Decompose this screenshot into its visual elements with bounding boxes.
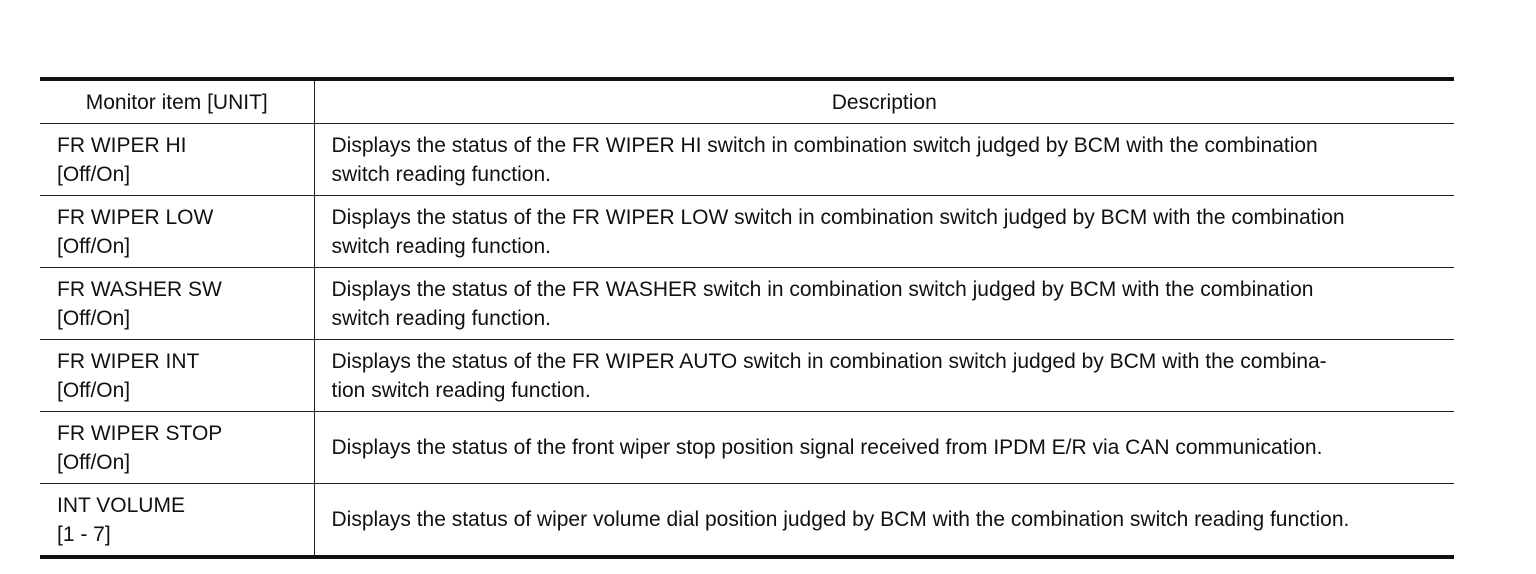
monitor-item-cell: FR WIPER INT [Off/On] — [40, 339, 315, 412]
description-cell: Displays the status of the FR WIPER LOW … — [314, 195, 1454, 268]
description-cell: Displays the status of the front wiper s… — [314, 411, 1454, 484]
description-line: Displays the status of wiper volume dial… — [331, 508, 1350, 531]
monitor-item-table: Monitor item [UNIT] Description FR WIPER… — [40, 77, 1454, 559]
item-unit: [Off/On] — [57, 450, 131, 474]
item-name: FR WIPER INT — [57, 349, 200, 373]
description-cell: Displays the status of wiper volume dial… — [314, 484, 1454, 558]
description-cell: Displays the status of the FR WIPER AUTO… — [314, 339, 1454, 412]
header-monitor-item: Monitor item [UNIT] — [40, 79, 315, 124]
description-line: switch reading function. — [331, 306, 551, 330]
item-unit: [Off/On] — [57, 162, 131, 186]
item-unit: [Off/On] — [57, 306, 131, 330]
description-line: Displays the status of the FR WIPER HI s… — [331, 133, 1318, 157]
description-cell: Displays the status of the FR WASHER swi… — [314, 267, 1454, 340]
table-row: FR WIPER STOP [Off/On] Displays the stat… — [40, 411, 1454, 484]
table-row: FR WASHER SW [Off/On] Displays the statu… — [40, 267, 1454, 340]
monitor-item-cell: FR WIPER LOW [Off/On] — [40, 195, 315, 268]
monitor-item-cell: FR WASHER SW [Off/On] — [40, 267, 315, 340]
monitor-item-cell: FR WIPER HI [Off/On] — [40, 123, 315, 196]
table-row: FR WIPER LOW [Off/On] Displays the statu… — [40, 195, 1454, 268]
item-name: FR WIPER HI — [57, 133, 187, 157]
item-name: INT VOLUME — [57, 493, 185, 517]
item-unit: [Off/On] — [57, 234, 131, 258]
description-cell: Displays the status of the FR WIPER HI s… — [314, 123, 1454, 196]
table-row: FR WIPER INT [Off/On] Displays the statu… — [40, 339, 1454, 412]
description-line: Displays the status of the FR WIPER LOW … — [331, 205, 1345, 229]
header-description: Description — [314, 79, 1454, 124]
monitor-item-cell: INT VOLUME [1 - 7] — [40, 483, 315, 557]
description-line: Displays the status of the FR WIPER AUTO… — [331, 349, 1327, 373]
monitor-table-container: Monitor item [UNIT] Description FR WIPER… — [40, 77, 1454, 559]
item-name: FR WIPER LOW — [57, 205, 214, 229]
item-name: FR WIPER STOP — [57, 421, 223, 445]
table-row: FR WIPER HI [Off/On] Displays the status… — [40, 123, 1454, 196]
description-line: tion switch reading function. — [331, 378, 591, 402]
table-row: INT VOLUME [1 - 7] Displays the status o… — [40, 483, 1454, 558]
description-line: switch reading function. — [331, 234, 551, 258]
item-name: FR WASHER SW — [57, 277, 222, 301]
monitor-item-cell: FR WIPER STOP [Off/On] — [40, 411, 315, 484]
description-line: Displays the status of the front wiper s… — [331, 436, 1323, 459]
description-line: switch reading function. — [331, 162, 551, 186]
table-header-row: Monitor item [UNIT] Description — [40, 79, 1454, 124]
description-line: Displays the status of the FR WASHER swi… — [331, 277, 1314, 301]
item-unit: [Off/On] — [57, 378, 131, 402]
item-unit: [1 - 7] — [57, 522, 111, 546]
